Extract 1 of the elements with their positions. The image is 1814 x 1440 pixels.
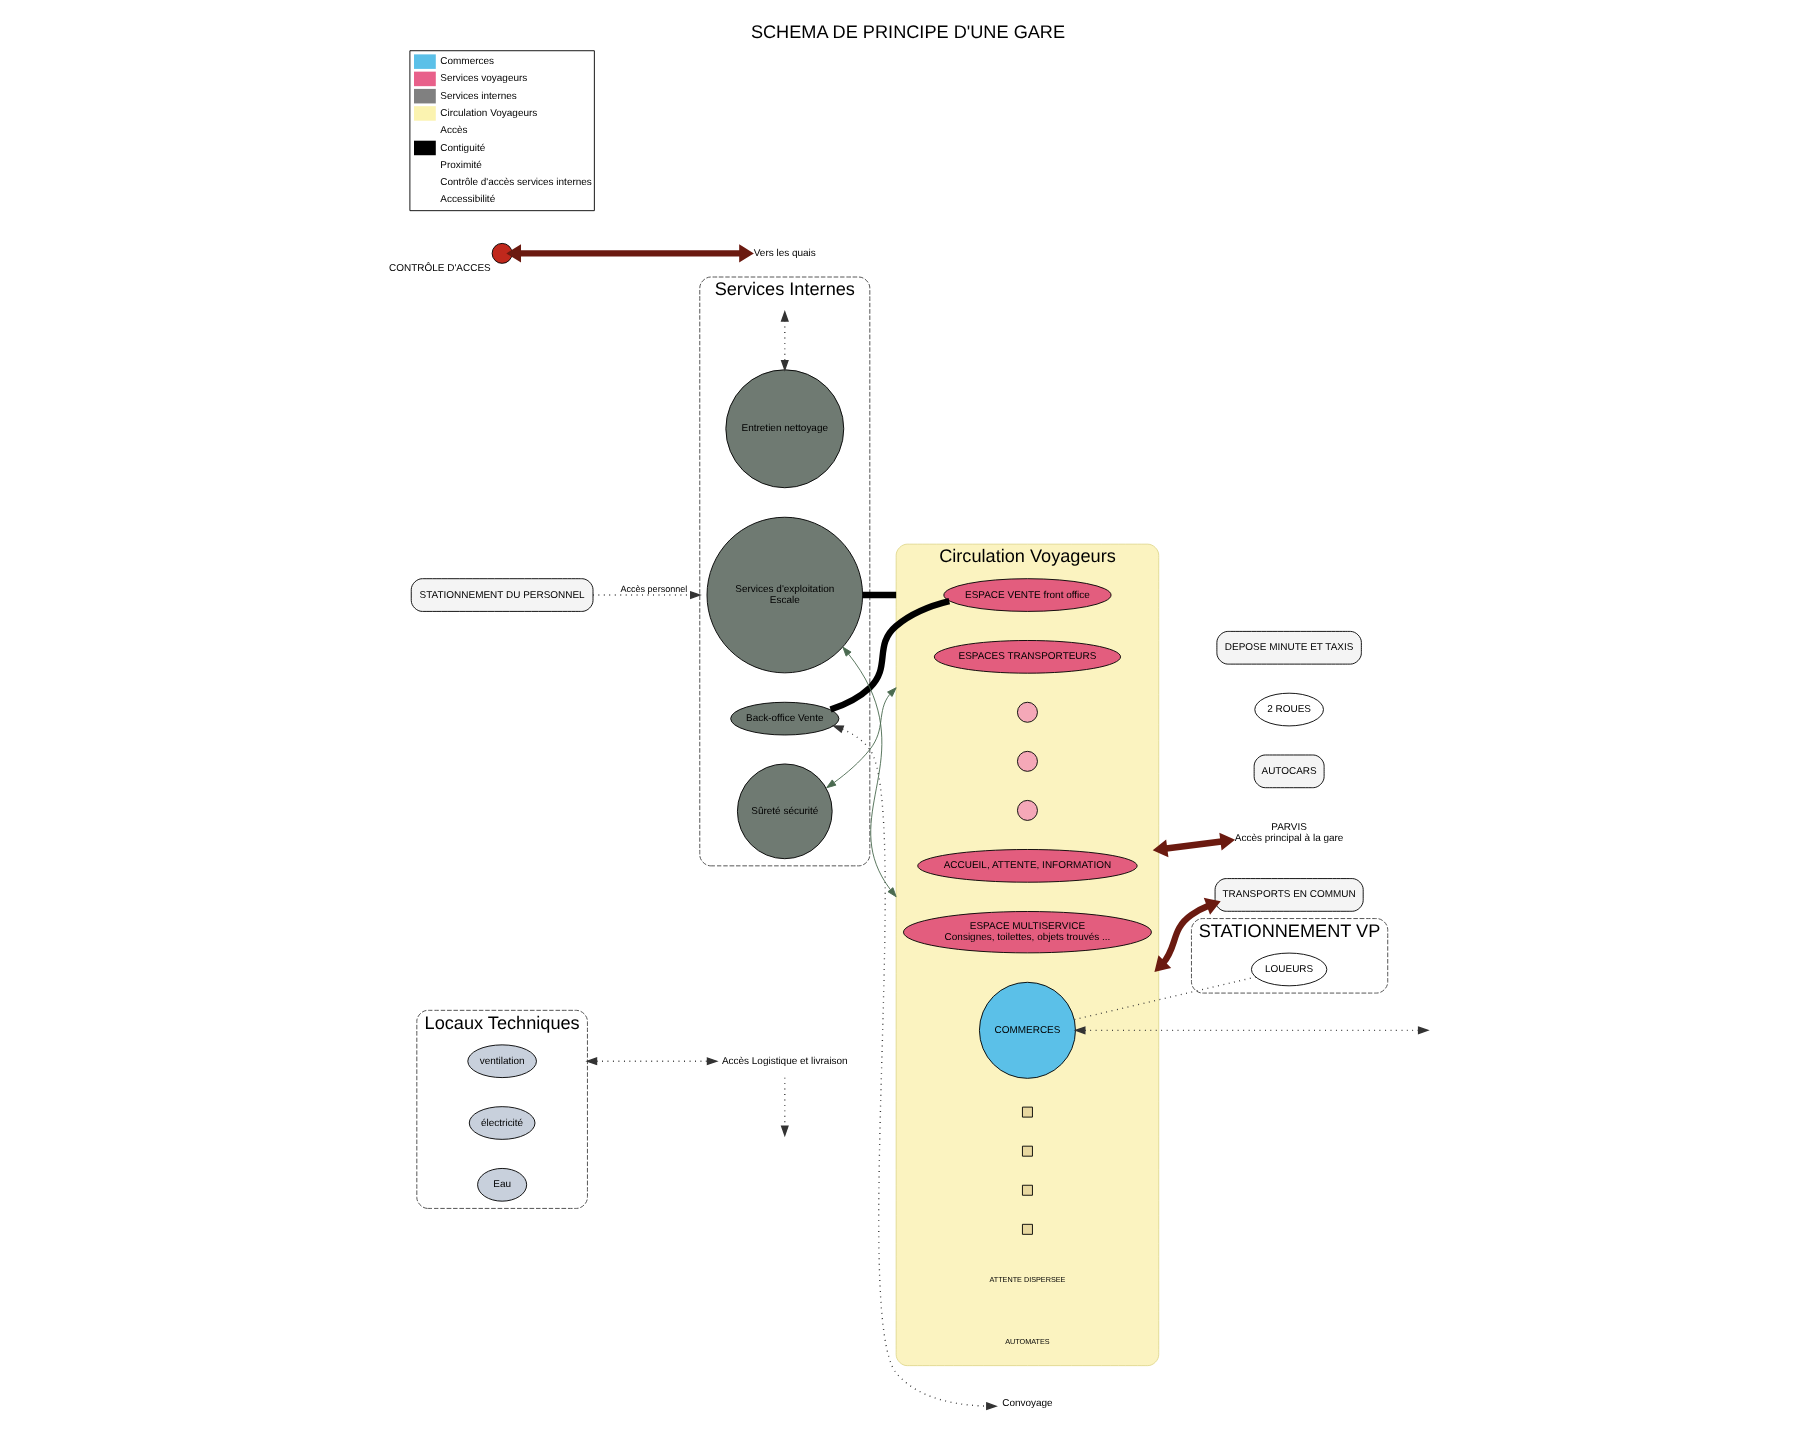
diagram-title: SCHEMA DE PRINCIPE D'UNE GARE: [749, 22, 1065, 43]
